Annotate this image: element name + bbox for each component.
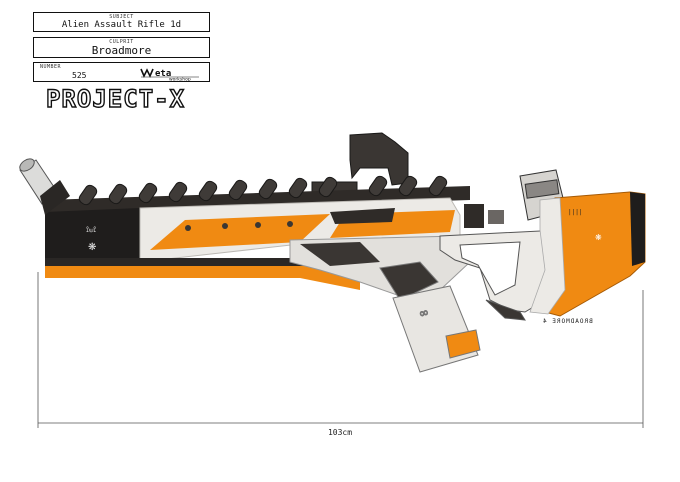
culprit-field: CULPRIT Broadmore bbox=[33, 37, 210, 58]
culprit-value: Broadmore bbox=[91, 44, 152, 57]
svg-text:∞: ∞ bbox=[417, 305, 430, 321]
subject-value: Alien Assault Rifle 1d bbox=[61, 20, 182, 30]
maker-mark: BROADMORE 4 bbox=[542, 318, 593, 325]
weta-logo: eta workshop bbox=[140, 68, 199, 82]
dimension-label: 103cm bbox=[327, 428, 353, 437]
subject-field: SUBJECT Alien Assault Rifle 1d bbox=[33, 12, 210, 32]
dimension-line bbox=[37, 272, 644, 428]
svg-text:❋: ❋ bbox=[595, 233, 602, 242]
number-value: 525 bbox=[72, 71, 87, 80]
logo-subtext: workshop bbox=[169, 77, 191, 82]
subject-caption: SUBJECT bbox=[109, 14, 134, 20]
magazine: ∞ bbox=[379, 261, 481, 373]
side-panel bbox=[464, 204, 504, 228]
top-rail bbox=[45, 186, 470, 214]
number-caption: NUMBER bbox=[40, 64, 62, 70]
lower-strip bbox=[45, 262, 360, 290]
grip bbox=[439, 229, 561, 321]
front-block: ⟟⟒⟟ ❋ bbox=[40, 180, 140, 262]
stock: ❋ |||| bbox=[529, 191, 646, 317]
rail-fins bbox=[78, 175, 448, 206]
svg-text:❋: ❋ bbox=[88, 242, 96, 253]
number-field: NUMBER 525 eta workshop bbox=[33, 62, 210, 82]
svg-text:⟟⟒⟟: ⟟⟒⟟ bbox=[86, 225, 96, 234]
svg-text:eta: eta bbox=[155, 69, 171, 79]
svg-text:||||: |||| bbox=[568, 209, 582, 216]
culprit-caption: CULPRIT bbox=[109, 39, 134, 45]
project-title: PROJECT-X bbox=[45, 84, 186, 113]
